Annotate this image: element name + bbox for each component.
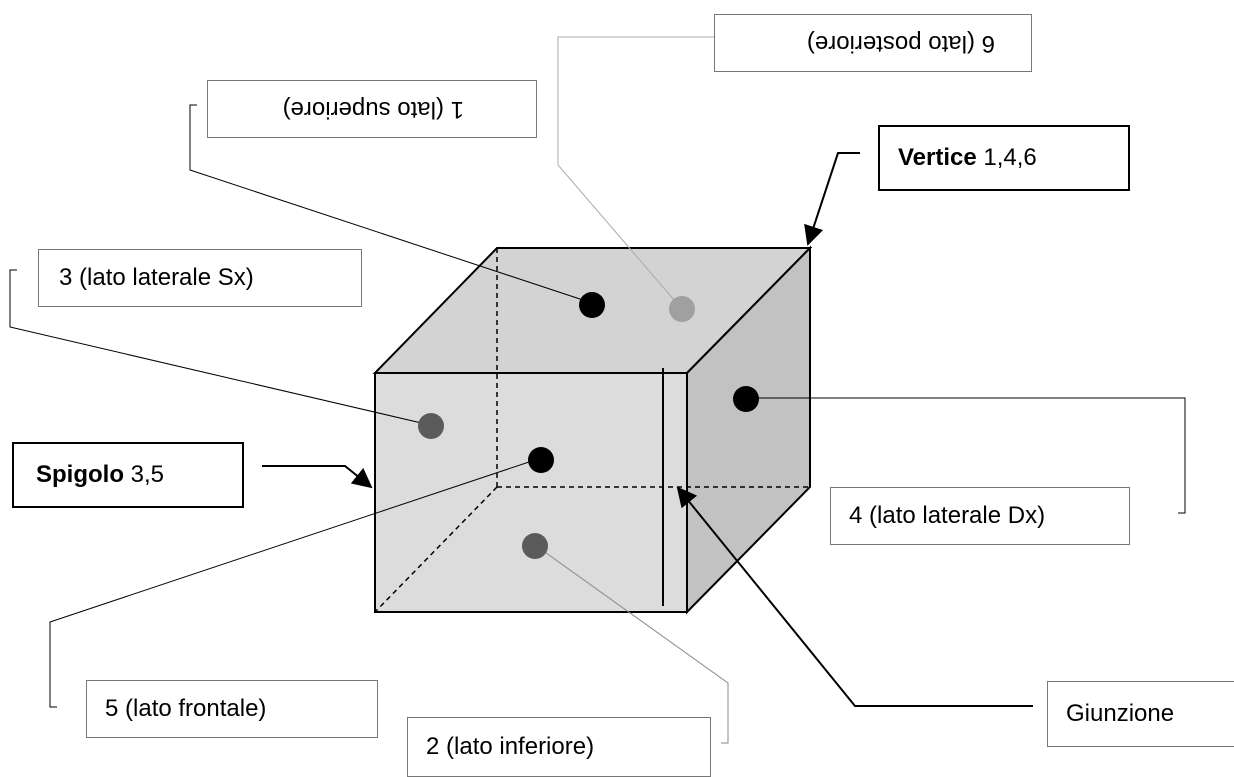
dot-face5 bbox=[528, 447, 554, 473]
leader-face6 bbox=[557, 36, 714, 309]
label-giunzione: Giunzione bbox=[1047, 681, 1234, 747]
face-dots bbox=[418, 292, 759, 559]
spigolo-title: Spigolo bbox=[36, 461, 124, 488]
leader-lines bbox=[9, 36, 1186, 744]
vertice-numbers: 1,4,6 bbox=[976, 144, 1037, 171]
label-face5: 5 (lato frontale) bbox=[86, 680, 378, 738]
dot-face2 bbox=[522, 533, 548, 559]
label-face4: 4 (lato laterale Dx) bbox=[830, 487, 1130, 545]
hidden-edges bbox=[374, 248, 810, 613]
leader-face4 bbox=[745, 397, 1186, 514]
label-face2: 2 (lato inferiore) bbox=[407, 717, 711, 777]
arrow-vertice bbox=[804, 152, 860, 246]
label-face3: 3 (lato laterale Sx) bbox=[38, 249, 362, 307]
label-face6: 6 (lato posteriore) bbox=[714, 14, 1032, 72]
dot-face3 bbox=[418, 413, 444, 439]
cube-front-face bbox=[374, 372, 688, 613]
leader-face5 bbox=[49, 457, 542, 708]
dot-face6 bbox=[669, 296, 695, 322]
dot-face1 bbox=[579, 292, 605, 318]
label-spigolo: Spigolo 3,5 bbox=[12, 442, 244, 508]
leader-face3 bbox=[9, 269, 431, 426]
spigolo-numbers: 3,5 bbox=[123, 461, 165, 488]
label-vertice: Vertice 1,4,6 bbox=[878, 125, 1130, 191]
arrow-spigolo bbox=[262, 465, 373, 489]
label-face1: 1 (lato superiore) bbox=[207, 80, 537, 138]
vertice-title: Vertice bbox=[898, 144, 977, 171]
dot-face4 bbox=[733, 386, 759, 412]
pointer-arrows bbox=[262, 152, 1033, 707]
arrow-giunzione bbox=[676, 486, 1033, 707]
leader-face1 bbox=[189, 104, 593, 304]
leader-face2 bbox=[534, 544, 729, 744]
